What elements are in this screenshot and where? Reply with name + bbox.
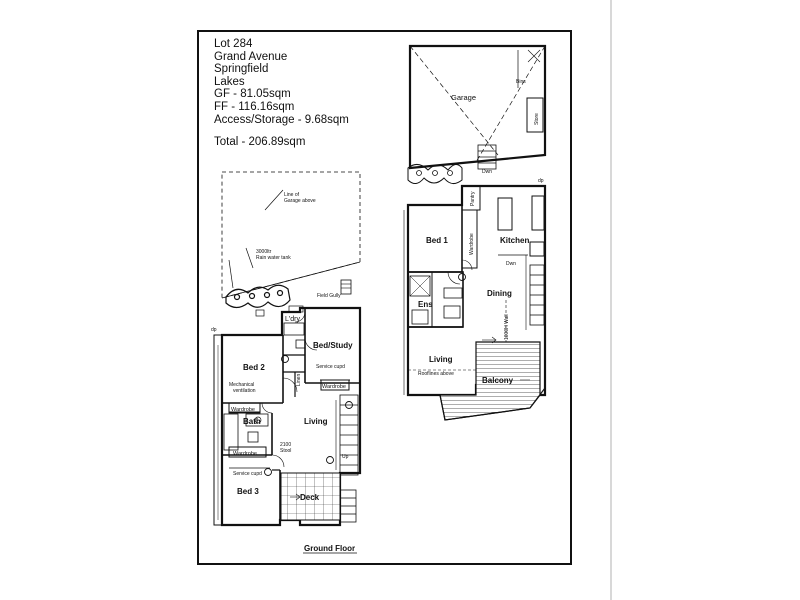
garage-label: Garage	[451, 93, 476, 102]
stool-label-2: Stool	[280, 448, 291, 454]
garage-wall	[408, 44, 547, 170]
balcony-label: Balcony	[482, 376, 514, 385]
wardrobe-label-2: Wardrobe	[231, 407, 255, 413]
service-cupd-label: Service cupd	[316, 364, 345, 370]
scan-edge-line	[610, 0, 612, 600]
mech-vent-label: Mechanical	[229, 382, 254, 388]
pantry-box	[461, 185, 481, 211]
bed3-label: Bed 3	[237, 487, 259, 496]
laundry-label: L'dry	[285, 316, 300, 323]
floor-plan-sheet	[197, 30, 572, 565]
living-label-ff: Living	[429, 355, 453, 364]
rain-tank-label-2: Rain water tank	[256, 255, 291, 261]
bed1-label: Bed 1	[426, 236, 448, 245]
first-floor-labels: Garage Bins Store Dwn Bed 1 Wardrobe Pan…	[418, 79, 544, 385]
ensuite-walls	[407, 271, 464, 328]
rooflines-label: Rooflines above	[418, 371, 454, 377]
total-area: Total - 206.89sqm	[214, 136, 306, 149]
dwn-label-garage: Dwn	[482, 169, 492, 175]
suburb-line-1: Springfield	[214, 63, 269, 76]
dp-label-ground: dp	[211, 327, 217, 333]
kitchen-label: Kitchen	[500, 236, 529, 245]
garage-above-outline	[221, 171, 361, 299]
access-storage-area: Access/Storage - 9.68sqm	[214, 113, 349, 126]
line-of-garage-label-2: Garage above	[284, 198, 316, 204]
smoke-detector-icons	[264, 355, 353, 476]
bins-label: Bins	[516, 79, 526, 85]
ground-stairs	[335, 394, 359, 476]
ground-floor-title: Ground Floor	[304, 544, 355, 553]
stool-label: 2100	[280, 442, 291, 448]
street-name: Grand Avenue	[214, 50, 288, 63]
mech-vent-label-2: ventilation	[233, 388, 256, 394]
kitchen-island	[497, 197, 513, 231]
dp-label-ff: dp	[538, 178, 544, 184]
bath-tub	[223, 413, 239, 451]
lot-number: Lot 284	[214, 38, 253, 50]
line-of-garage-label: Line of	[284, 192, 300, 198]
deck-label: Deck	[300, 493, 320, 502]
rain-tank-label: 3000ltr	[256, 249, 272, 255]
wardrobe-label-ff: Wardrobe	[469, 233, 475, 255]
wardrobe-label-3: Wardrobe	[233, 451, 257, 457]
living-label-ground: Living	[304, 417, 328, 426]
gf-area: GF - 81.05sqm	[214, 88, 291, 101]
field-gully-grate	[340, 279, 352, 295]
deck-steps	[339, 489, 357, 523]
linen-label: Linen	[296, 374, 302, 386]
ff-area: FF - 116.16sqm	[214, 100, 295, 113]
dining-label: Dining	[487, 289, 512, 298]
dwn-label-stairs: Dwn	[506, 261, 516, 267]
first-floor-plan	[403, 44, 547, 421]
laundry-tub	[283, 322, 305, 336]
first-stairs	[525, 255, 545, 330]
wardrobe-label-1: Wardrobe	[322, 384, 346, 390]
suburb-line-2: Lakes	[214, 75, 245, 88]
ground-floor-labels: Line of Garage above 3000ltr Rain water …	[211, 192, 357, 554]
bed-study-label: Bed/Study	[313, 341, 353, 350]
garage-stairs	[477, 144, 497, 170]
property-info: Lot 284 Grand Avenue Springfield Lakes G…	[214, 38, 349, 149]
up-label: Up	[342, 454, 349, 460]
bed2-label: Bed 2	[243, 363, 265, 372]
store-box	[526, 97, 544, 133]
ground-floor-plan	[213, 171, 362, 527]
store-label: Store	[534, 113, 540, 125]
bath-label: Bath	[243, 417, 261, 426]
service-cupd-label-2: Service cupd	[233, 471, 262, 477]
field-gully-label: Field Gully	[317, 293, 341, 299]
ens-label: Ens	[418, 300, 433, 309]
rain-water-tank	[225, 284, 291, 309]
pantry-label: Pantry	[470, 191, 476, 206]
high-wall-label: 1000H Wall	[504, 314, 510, 340]
